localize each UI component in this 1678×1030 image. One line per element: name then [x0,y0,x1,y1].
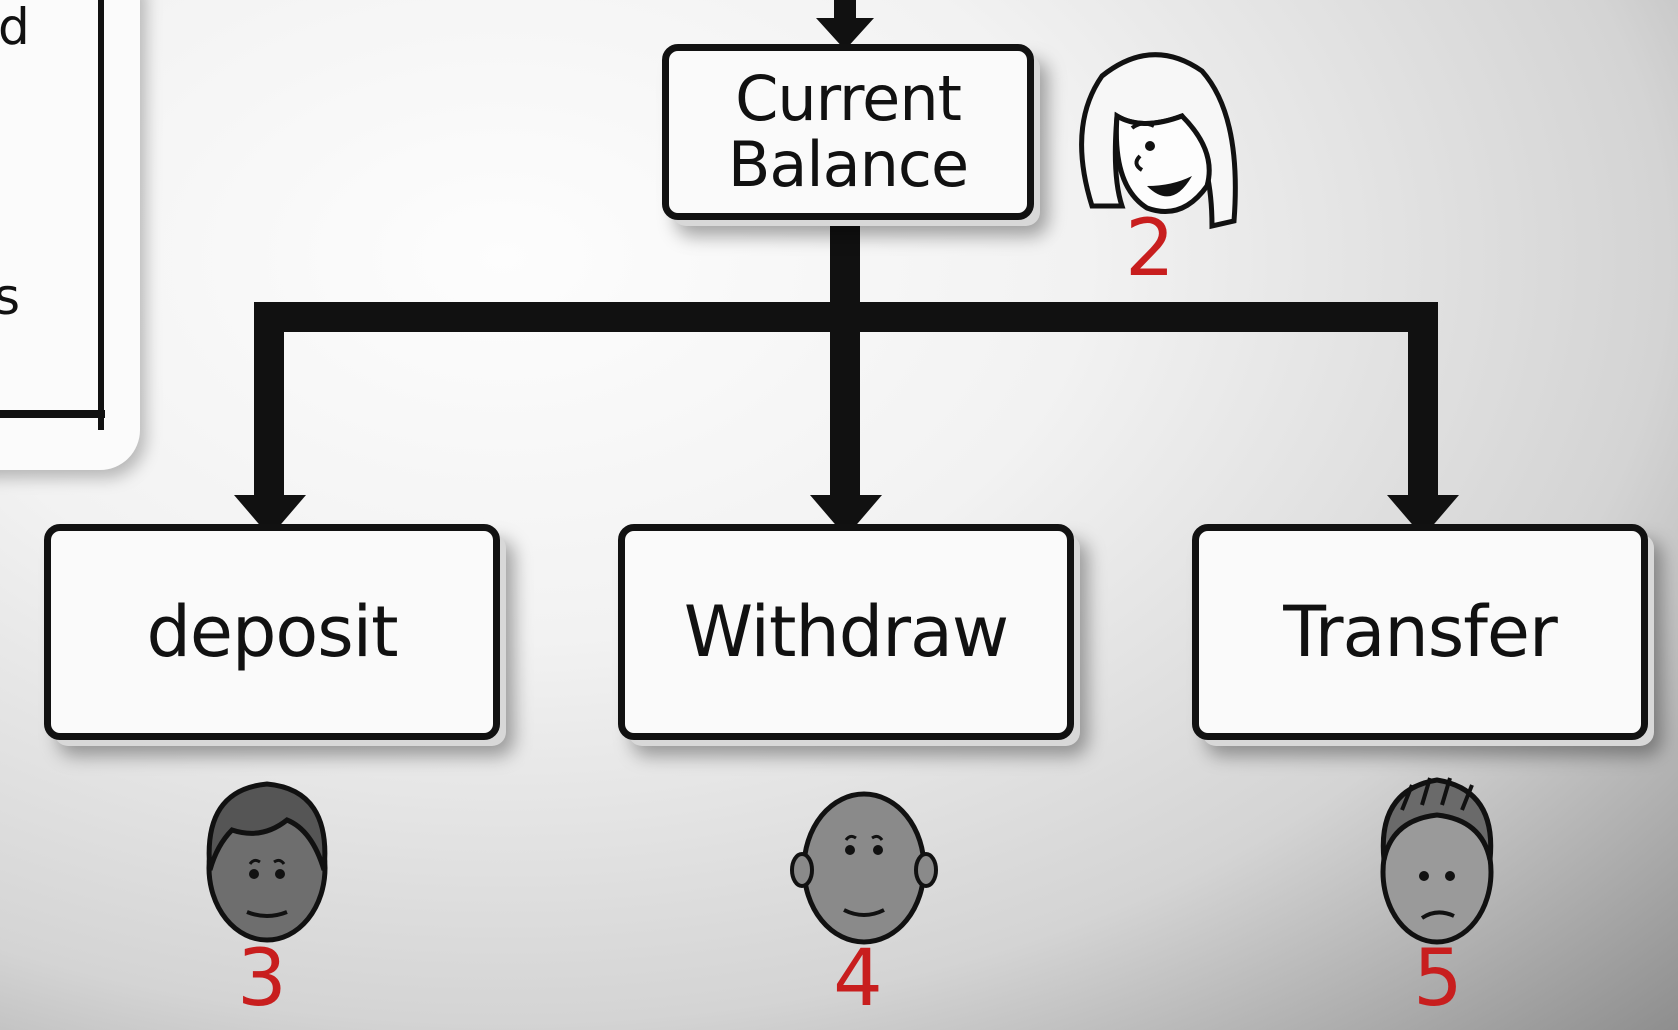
deposit-connector [254,302,284,498]
node-transfer-label: Transfer [1283,591,1557,673]
number-deposit: 3 [237,934,287,1024]
node-transfer: Transfer [1192,524,1648,740]
worried-bald-face-withdraw-icon [790,791,938,945]
node-current-balance-line2: Balance [727,128,969,201]
number-transfer: 5 [1413,934,1463,1024]
side-panel: d s [0,0,140,470]
node-withdraw-label: Withdraw [683,591,1009,673]
node-withdraw: Withdraw [618,524,1074,740]
incoming-connector [834,0,856,20]
transfer-connector [1408,302,1438,498]
panel-text-fragment-2: s [0,268,21,326]
panel-border-horizontal [0,410,105,418]
number-withdraw: 4 [833,934,883,1024]
node-current-balance: Current Balance [662,44,1034,220]
withdraw-arrowhead [810,495,882,537]
node-deposit-label: deposit [146,591,398,673]
happy-woman-face-icon [1079,52,1238,230]
panel-border-vertical [98,0,104,430]
deposit-arrowhead [234,495,306,537]
incoming-arrowhead [816,18,874,50]
panel-text-fragment-1: d [0,0,30,56]
worried-spiky-hair-face-transfer-icon [1380,777,1494,945]
node-current-balance-line1: Current [735,62,962,135]
transfer-arrowhead [1387,495,1459,537]
worried-face-deposit-icon [206,781,328,943]
node-deposit: deposit [44,524,500,740]
withdraw-connector [830,302,860,498]
number-current-balance: 2 [1125,204,1175,294]
